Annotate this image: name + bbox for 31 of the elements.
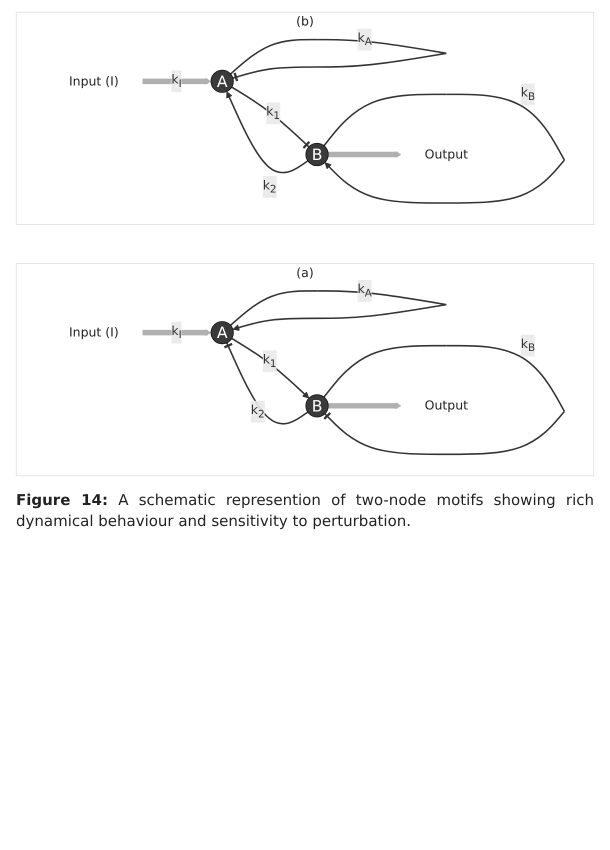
edge-label: k$_{A}$ — [358, 281, 372, 300]
arrow — [323, 94, 566, 204]
arrow — [142, 78, 212, 85]
arrow — [142, 329, 212, 336]
arrow — [328, 151, 402, 158]
node-text: Output — [424, 146, 468, 162]
node-circle: B — [305, 142, 329, 166]
edge-label: k$_{I}$ — [171, 323, 182, 342]
node-text: Input (I) — [68, 324, 119, 340]
edge-label: k$_{1}$ — [262, 352, 277, 370]
connector — [230, 38, 446, 82]
node-circle: A — [210, 321, 234, 344]
arrow — [230, 290, 446, 331]
edge-label: k$_{B}$ — [520, 336, 536, 354]
edge-label: k$_{2}$ — [250, 402, 265, 420]
node-circle: A — [210, 70, 234, 93]
edge-label: k$_{1}$ — [266, 104, 280, 122]
edge-label: k$_{B}$ — [520, 84, 536, 104]
connector — [231, 86, 311, 150]
edge-label: k$_{I}$ — [171, 72, 182, 90]
edge-label: k$_{A}$ — [358, 30, 372, 48]
node-text: Output — [424, 398, 468, 413]
node-circle: B — [305, 394, 329, 418]
arrow — [226, 91, 308, 174]
figure-caption: Figure 14: A schematic represention of two-node motifs showing rich dynamical behaviour and sensitivity to perturbation. — [16, 490, 594, 532]
connector — [323, 344, 566, 456]
arrow — [328, 402, 402, 410]
edge-label: k$_{2}$ — [262, 178, 277, 196]
node-text: Input (I) — [68, 74, 119, 88]
connector — [223, 342, 308, 425]
arrow — [231, 338, 310, 398]
